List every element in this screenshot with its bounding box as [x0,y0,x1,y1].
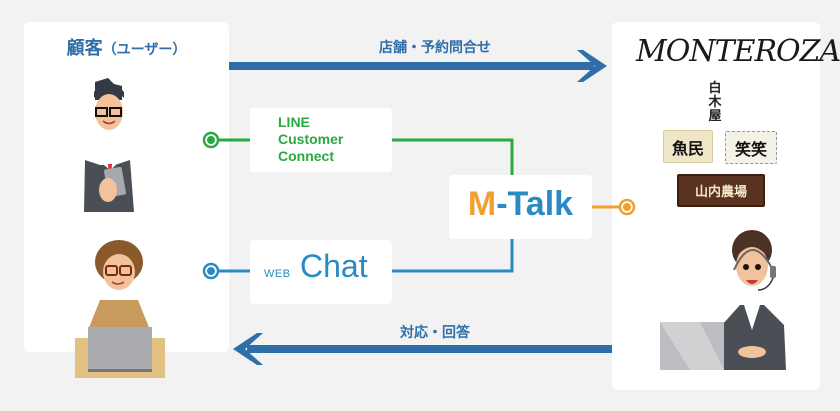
inquiry-arrow-shaft [229,62,594,70]
warawara-logo: 笑笑 [725,131,777,164]
m-talk-rest: -Talk [496,185,574,223]
mtalk-endpoint-dot [623,203,631,211]
shirokiya-logo: 白木屋 [700,82,730,124]
shirokiya-char: 屋 [708,109,722,124]
response-label: 対応・回答 [400,325,470,341]
m-talk-logo: M-Talk [449,185,592,224]
man-with-phone-illustration [84,78,134,212]
web-chat-label: Chat [300,248,368,284]
yamauchi-nojo-logo: 山内農場 [677,174,765,207]
response-arrow-shaft [247,345,612,353]
mtalk-connector [592,198,636,216]
line-logo-line2: Customer [278,131,344,147]
monteroza-logo: MONTEROZA [636,34,840,69]
customer-title-sub: （ユーザー） [102,42,187,58]
web-chat-box: WEB Chat [250,240,392,304]
web-chat-prefix: WEB [264,268,291,280]
line-logo-line1: LINE [278,114,310,130]
line-logo-line3: Connect [278,148,334,164]
customer-title: 顧客（ユーザー） [24,34,229,60]
webchat-endpoint-dot [207,267,215,275]
m-talk-box: M-Talk [449,175,592,239]
shirokiya-text: 白木屋 [700,82,730,124]
line-connector [202,131,514,175]
customer-title-main: 顧客 [66,38,103,59]
operator-illustration [660,230,786,370]
inquiry-label: 店舗・予約問合せ [379,40,491,56]
line-customer-connect-logo: LINE Customer Connect [278,114,343,165]
webchat-wire-right [392,239,514,273]
m-talk-prefix: M [467,185,497,223]
line-endpoint-dot [207,136,215,144]
inquiry-arrow [229,50,607,82]
shirokiya-char: 白 [708,81,722,96]
response-arrow [233,333,612,365]
inquiry-arrow-head [577,50,607,82]
line-customer-connect-box: LINE Customer Connect [250,108,392,172]
shirokiya-char: 木 [708,95,722,110]
response-arrow-head [233,333,263,365]
line-wire-right [392,138,514,175]
webchat-connector [202,239,514,280]
uotami-logo: 魚民 [663,130,713,163]
woman-with-laptop-illustration [75,240,165,378]
